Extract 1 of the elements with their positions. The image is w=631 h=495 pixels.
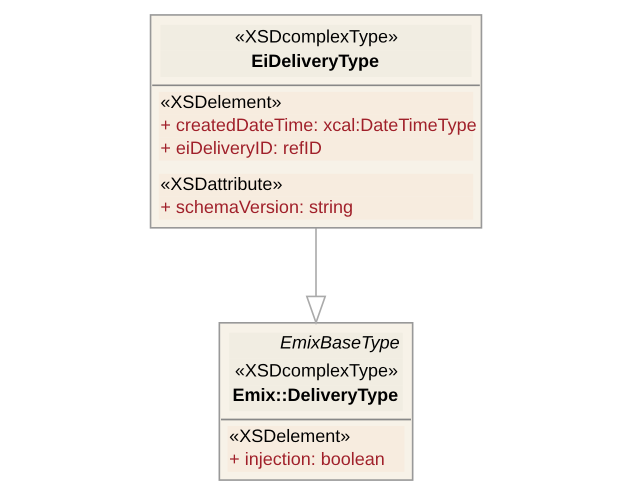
arrow — [305, 228, 326, 326]
